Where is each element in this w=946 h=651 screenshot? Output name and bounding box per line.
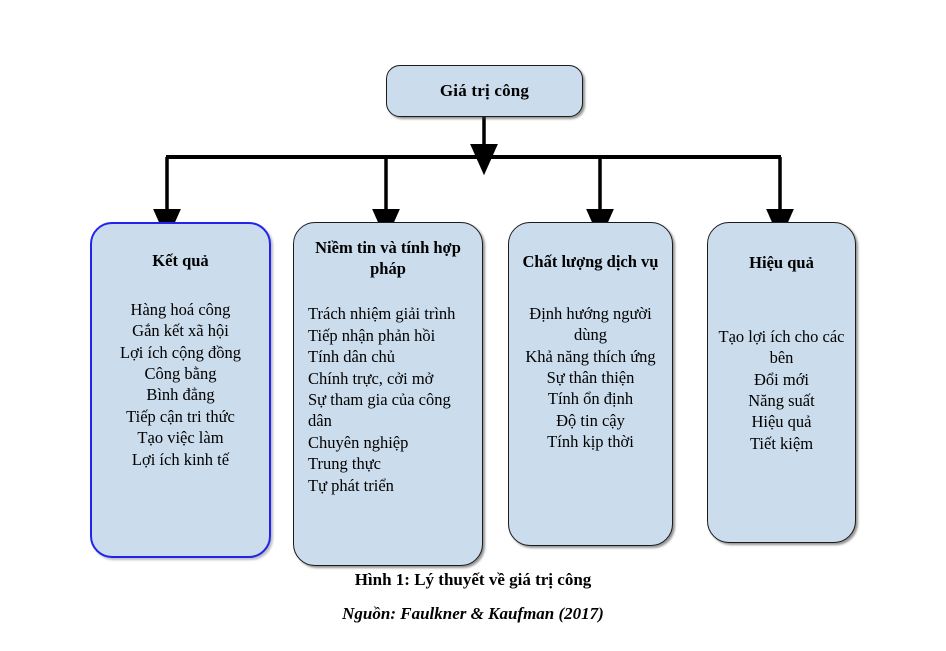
- figure-source: Nguồn: Faulkner & Kaufman (2017): [342, 604, 604, 623]
- list-item: Lợi ích kinh tế: [131, 449, 230, 469]
- branch-title-ket-qua: Kết quả: [152, 251, 209, 270]
- list-item: Trách nhiệm giải trình: [308, 304, 456, 324]
- list-item: Tạo lợi ích cho các bên: [718, 326, 845, 368]
- node-branch-niem-tin-va-tinh-hop-phap: Niềm tin và tính hợp pháp Trách nhiệm gi…: [293, 222, 483, 566]
- list-item: Năng suất: [748, 390, 815, 410]
- list-item: Chính trực, cởi mở: [308, 368, 434, 388]
- list-item: Đổi mới: [753, 369, 810, 389]
- branch-items-niem-tin-va-tinh-hop-phap: Trách nhiệm giải trình Tiếp nhận phản hồ…: [300, 303, 476, 496]
- list-item: Bình đẳng: [146, 385, 215, 405]
- list-item: Tính kịp thời: [547, 432, 634, 452]
- list-item: Sự thân thiện: [546, 367, 635, 387]
- branch-items-ket-qua: Hàng hoá công Gắn kết xã hội Lợi ích cộn…: [98, 299, 263, 471]
- node-branch-ket-qua: Kết quả Hàng hoá công Gắn kết xã hội Lợi…: [90, 222, 271, 558]
- node-root: Giá trị công: [386, 65, 583, 117]
- list-item: Tự phát triển: [308, 475, 394, 495]
- list-item: Tiết kiệm: [749, 433, 814, 453]
- branch-title-chat-luong-dich-vu: Chất lượng dịch vụ: [522, 252, 659, 271]
- node-branch-chat-luong-dich-vu: Chất lượng dịch vụ Định hướng người dùng…: [508, 222, 673, 546]
- branch-title-hieu-qua: Hiệu quả: [749, 253, 814, 272]
- list-item: Hàng hoá công: [130, 299, 231, 319]
- list-item: Trung thực: [308, 454, 381, 474]
- list-item: Tiếp nhận phản hồi: [308, 325, 436, 345]
- list-item: Sự tham gia của công dân: [308, 390, 451, 431]
- node-root-label: Giá trị công: [439, 81, 530, 100]
- list-item: Chuyên nghiệp: [308, 432, 409, 452]
- list-item: Tiếp cận tri thức: [126, 406, 235, 426]
- branch-items-chat-luong-dich-vu: Định hướng người dùng Khả năng thích ứng…: [515, 303, 666, 453]
- list-item: Khả năng thích ứng: [525, 346, 656, 366]
- list-item: Lợi ích cộng đồng: [120, 342, 241, 362]
- figure-caption: Hình 1: Lý thuyết về giá trị công: [354, 570, 592, 589]
- list-item: Độ tin cậy: [556, 410, 625, 430]
- list-item: Tính dân chủ: [308, 347, 396, 367]
- list-item: Tạo việc làm: [137, 428, 224, 448]
- caption-block: Hình 1: Lý thuyết về giá trị công Nguồn:…: [0, 570, 946, 624]
- branch-title-niem-tin-va-tinh-hop-phap: Niềm tin và tính hợp pháp: [315, 238, 461, 278]
- list-item: Hiệu quả: [751, 412, 812, 432]
- list-item: Gắn kết xã hội: [132, 321, 229, 341]
- list-item: Công bằng: [144, 363, 217, 383]
- branch-items-hieu-qua: Tạo lợi ích cho các bên Đổi mới Năng suấ…: [714, 326, 849, 455]
- node-branch-hieu-qua: Hiệu quả Tạo lợi ích cho các bên Đổi mới…: [707, 222, 856, 543]
- list-item: Tính ổn định: [547, 389, 634, 409]
- list-item: Định hướng người dùng: [529, 303, 652, 345]
